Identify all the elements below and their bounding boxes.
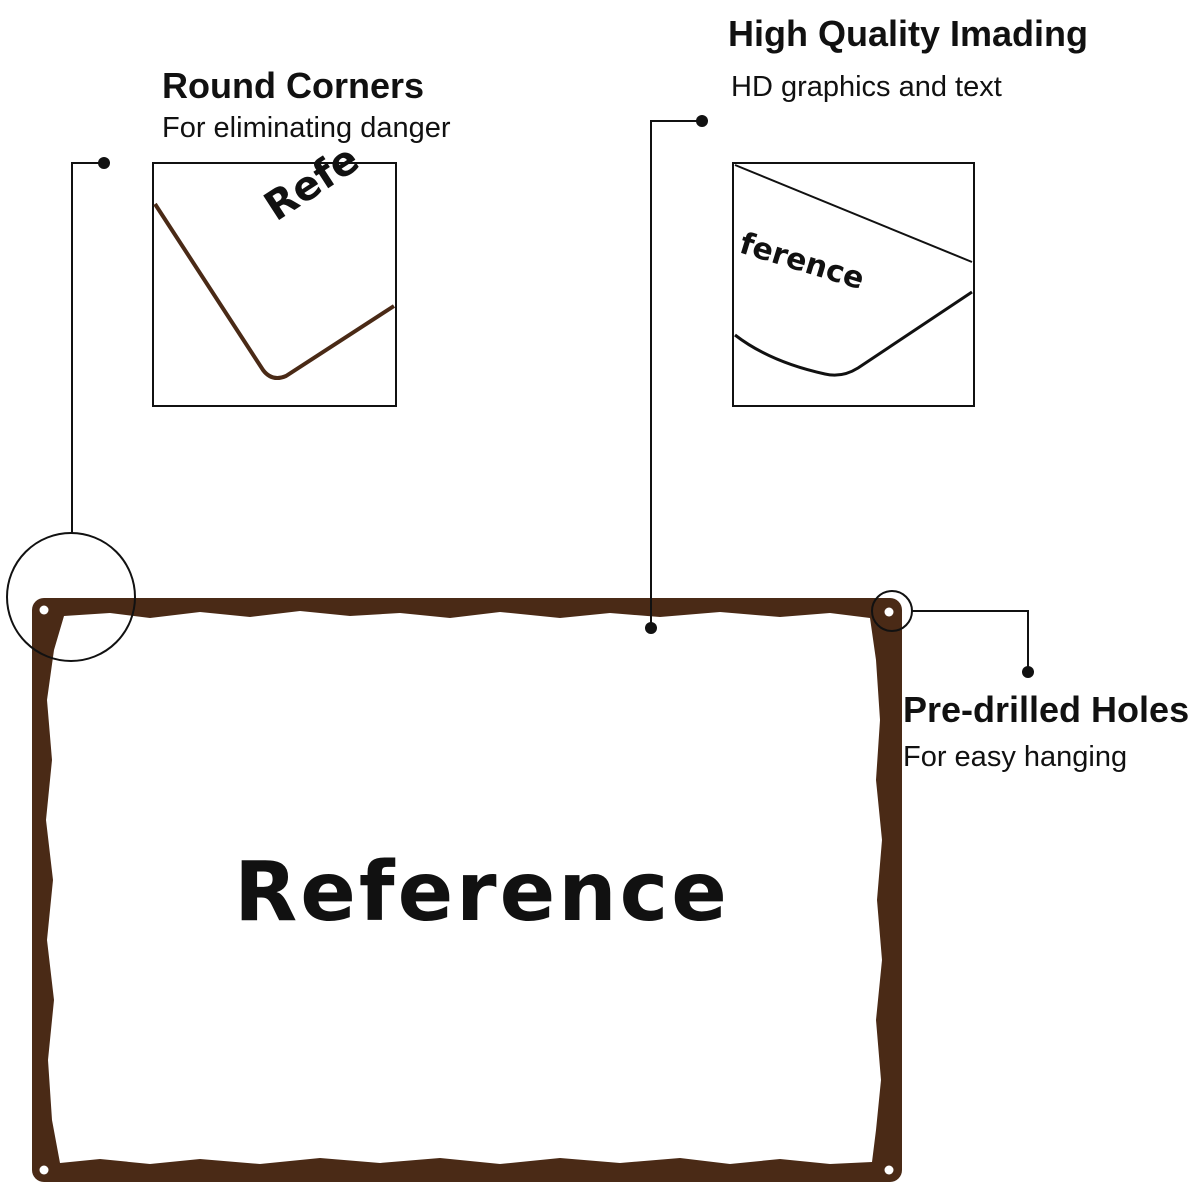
- pre-drilled-subtitle: For easy hanging: [903, 741, 1128, 773]
- high-quality-callout: [650, 120, 702, 628]
- pre-drilled-title: Pre-drilled Holes: [903, 689, 1190, 730]
- quality-leader-dot-bottom: [645, 622, 657, 634]
- high-quality-subtitle: HD graphics and text: [731, 71, 1002, 103]
- quality-zoom-inset: ference: [732, 162, 975, 407]
- metal-sign: Reference: [32, 598, 902, 1182]
- mounting-hole-bottom-right: [884, 1165, 894, 1175]
- corner-leader-dot: [98, 157, 110, 169]
- quality-zoom-edge: [734, 290, 973, 377]
- mounting-hole-bottom-left: [39, 1165, 49, 1175]
- sign-face: [46, 611, 882, 1164]
- mounting-hole-top-left: [39, 605, 49, 615]
- hole-leader-line: [912, 610, 1029, 672]
- hole-leader-dot: [1022, 666, 1034, 678]
- pre-drilled-callout: [871, 590, 1029, 672]
- sign-main-text: Reference: [234, 845, 730, 940]
- corner-zoom-inset: Refe: [152, 136, 397, 407]
- mounting-hole-top-right: [884, 607, 894, 617]
- quality-leader-line: [650, 120, 702, 628]
- quality-leader-dot-top: [696, 115, 708, 127]
- round-corners-callout: [6, 162, 136, 662]
- high-quality-title: High Quality Imading: [728, 13, 1089, 54]
- corner-leader-line: [71, 162, 104, 533]
- round-corners-subtitle: For eliminating danger: [162, 112, 451, 144]
- corner-zoom-edge: [153, 202, 396, 380]
- round-corners-title: Round Corners: [162, 65, 425, 106]
